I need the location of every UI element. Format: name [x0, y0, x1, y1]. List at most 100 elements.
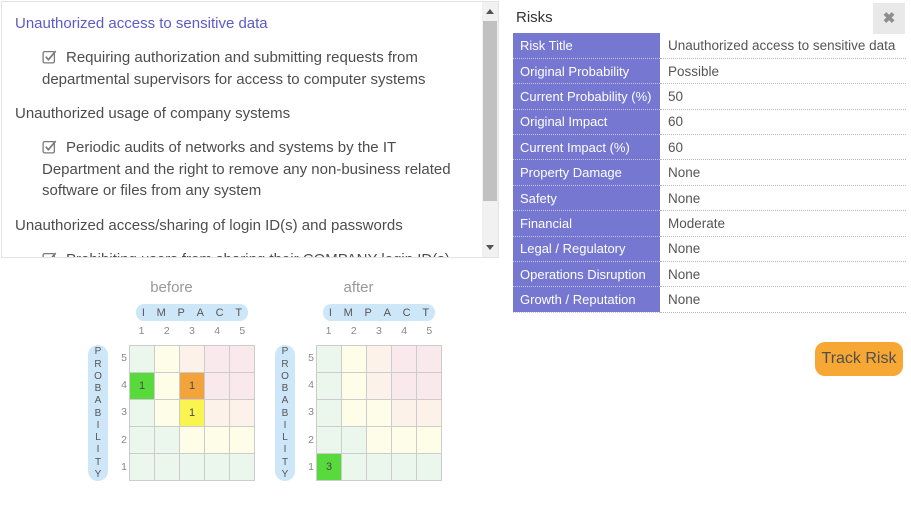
probability-row-number: 4: [121, 379, 127, 392]
mitigation-text: Prohibiting users from sharing their COM…: [66, 251, 450, 258]
matrix-cell: [155, 454, 180, 481]
impact-axis-letter: T: [422, 306, 430, 319]
matrix-cell: [230, 454, 255, 481]
vertical-scrollbar[interactable]: [482, 2, 498, 257]
matrix-cell: [417, 427, 442, 454]
mitigation-text: Requiring authorization and submitting r…: [42, 49, 426, 88]
impact-axis-letter: A: [383, 306, 391, 319]
matrix-cell: 1: [180, 373, 205, 400]
matrix-cell: [342, 427, 367, 454]
scrollbar-thumb[interactable]: [483, 21, 497, 201]
matrix-cell: [230, 346, 255, 373]
close-icon: ✖: [882, 10, 896, 27]
mitigation-item[interactable]: Prohibiting users from sharing their COM…: [42, 249, 458, 259]
mitigation-item[interactable]: Periodic audits of networks and systems …: [42, 137, 458, 202]
close-button[interactable]: ✖: [873, 3, 905, 34]
matrix-cell: [205, 427, 230, 454]
matrix-cell: [367, 427, 392, 454]
risk-item-title[interactable]: Unauthorized access/sharing of login ID(…: [15, 216, 403, 234]
probability-row-number: 1: [308, 460, 314, 473]
matrix-cell: [205, 346, 230, 373]
matrix-cell: [155, 400, 180, 427]
probability-axis-letter: A: [94, 395, 102, 407]
scroll-down-button[interactable]: [482, 240, 498, 255]
probability-axis-letter: T: [94, 456, 102, 468]
row-label: Original Impact: [513, 109, 660, 136]
row-label: Current Probability (%): [513, 83, 660, 110]
matrix-cell: [180, 346, 205, 373]
matrix-cell: [392, 400, 417, 427]
matrix-cell: [317, 346, 342, 373]
table-row: Growth / Reputation None: [513, 286, 906, 313]
row-value: None: [660, 286, 906, 313]
impact-col-number: 2: [350, 325, 357, 337]
matrix-cell: [342, 454, 367, 481]
row-label: Financial: [513, 210, 660, 237]
matrix-cell: [417, 373, 442, 400]
risk-item-title[interactable]: Unauthorized access to sensitive data: [15, 15, 268, 32]
matrix-cell: [230, 373, 255, 400]
matrix-cell: [317, 400, 342, 427]
impact-axis-letter: M: [156, 306, 166, 319]
impact-axis-letter: M: [343, 306, 353, 319]
scroll-up-button[interactable]: [482, 4, 498, 19]
probability-axis-letter: O: [281, 370, 289, 382]
track-risk-button[interactable]: Track Risk: [815, 342, 903, 376]
row-value: Possible: [660, 58, 906, 85]
risks-panel-title: Risks: [516, 9, 553, 26]
impact-axis-letter: C: [402, 306, 411, 319]
impact-axis-letter: I: [141, 306, 145, 319]
probability-row-number: 2: [308, 433, 314, 446]
probability-axis-letter: T: [281, 456, 289, 468]
table-row: Original Impact 60: [513, 109, 906, 136]
checkbox-checked-icon[interactable]: [42, 139, 57, 154]
matrix-cell: [130, 427, 155, 454]
checkbox-checked-icon[interactable]: [42, 49, 57, 64]
impact-axis-letter: C: [215, 306, 224, 319]
probability-axis-letter: R: [281, 358, 289, 370]
matrix-cell: [205, 400, 230, 427]
probability-axis-letter: Y: [94, 468, 102, 480]
impact-col-number: 4: [401, 325, 408, 337]
matrix-cell: [392, 346, 417, 373]
row-value: 60: [660, 109, 906, 136]
matrix-cell: [417, 346, 442, 373]
matrix-cell: [205, 454, 230, 481]
probability-row-number: 4: [308, 379, 314, 392]
impact-axis-letter: T: [235, 306, 243, 319]
probability-axis-letter: P: [281, 346, 289, 358]
matrix-cell: [342, 346, 367, 373]
matrix-cell: [130, 454, 155, 481]
table-row: Legal / Regulatory None: [513, 236, 906, 263]
probability-axis-letter: P: [94, 346, 102, 358]
matrix-cell: [342, 373, 367, 400]
checkbox-checked-icon[interactable]: [42, 251, 57, 259]
row-label: Growth / Reputation: [513, 286, 660, 313]
scroll-up-icon: [486, 9, 494, 14]
row-label: Legal / Regulatory: [513, 236, 660, 263]
matrix-cell: [155, 346, 180, 373]
row-label: Original Probability: [513, 58, 660, 85]
mitigation-text: Periodic audits of networks and systems …: [42, 139, 451, 199]
probability-axis-letter: B: [281, 407, 289, 419]
impact-col-number: 1: [138, 325, 145, 337]
risk-item-title[interactable]: Unauthorized usage of company systems: [15, 105, 291, 122]
row-label: Safety: [513, 185, 660, 212]
probability-axis-letter: B: [94, 407, 102, 419]
table-row: Operations Disruption None: [513, 261, 906, 288]
mitigation-item[interactable]: Requiring authorization and submitting r…: [42, 47, 458, 90]
matrix-cell: [367, 346, 392, 373]
matrix-cell: [180, 454, 205, 481]
table-row: Property Damage None: [513, 159, 906, 186]
table-row: Risk Title Unauthorized access to sensit…: [513, 33, 906, 59]
